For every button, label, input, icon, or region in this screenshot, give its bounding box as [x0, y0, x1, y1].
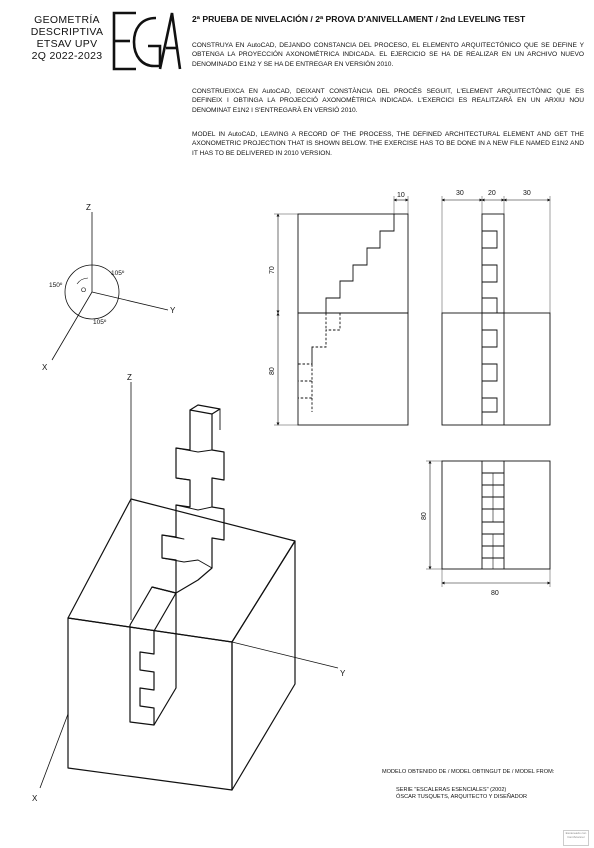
- credits-heading: MODELO OBTENIDO DE / MODEL OBTINGUT DE /…: [382, 769, 555, 775]
- front-elevation-view: [274, 196, 409, 426]
- angle-arc-150: [76, 277, 89, 285]
- axo-x-label: X: [32, 794, 38, 803]
- axo-z-label: Z: [127, 373, 132, 382]
- side-elevation-view: [441, 196, 551, 426]
- angle-150-label: 150º: [49, 282, 63, 289]
- plan-view: [426, 460, 551, 587]
- side-lower-block: [441, 312, 551, 426]
- axis-origin-label: O: [81, 287, 86, 294]
- axo-x-axis: [39, 713, 69, 789]
- front-visible-stair: [325, 214, 395, 313]
- instructions-ca: CONSTRUEIXCA EN AutoCAD, DEIXANT CONSTÀN…: [192, 88, 584, 114]
- course-line-4: 2Q 2022-2023: [31, 50, 103, 62]
- plan-outline: [441, 460, 551, 570]
- angle-105-right-label: 105º: [111, 270, 125, 277]
- front-hidden-stair: [298, 313, 341, 412]
- ega-logo-icon: [112, 11, 182, 71]
- dim-side-left: 30: [456, 190, 464, 197]
- credits-source-2: ÓSCAR TUSQUETS, ARQUITECTO Y DISEÑADOR: [396, 794, 528, 801]
- scanner-stamp: Escaneado con CamScanner: [563, 830, 589, 846]
- credits-source-1: SERIE "ESCALERAS ESENCIALES" (2002): [396, 786, 507, 793]
- axo-column-detail: [161, 409, 221, 569]
- instructions-en: MODEL IN AutoCAD, LEAVING A RECORD OF TH…: [192, 131, 584, 157]
- axo-column-left: [151, 409, 213, 594]
- axo-slot-back: [153, 593, 177, 726]
- dim-plan-height: 80: [421, 512, 428, 520]
- axo-column-top: [189, 404, 221, 415]
- axo-slot-edge: [129, 586, 177, 632]
- axo-base-right: [231, 540, 296, 791]
- dim-front-upper: 70: [269, 266, 276, 274]
- axo-slot-stair: [129, 625, 155, 726]
- axonometric-view: [39, 382, 339, 791]
- axo-y-axis: [231, 641, 339, 669]
- axis-y-line: [91, 291, 169, 311]
- dim-front-lower: 80: [269, 367, 276, 375]
- dim-plan-width: 80: [491, 590, 499, 597]
- instructions-es: CONSTRUYA EN AutoCAD, DEJANDO CONSTANCIA…: [192, 42, 584, 68]
- axis-x-label: X: [42, 363, 48, 372]
- dim-front-top: 10: [397, 192, 405, 199]
- course-line-3: ETSAV UPV: [36, 38, 98, 50]
- axis-x-line: [51, 291, 93, 361]
- credits-block: MODELO OBTENIDO DE / MODEL OBTINGUT DE /…: [382, 769, 587, 802]
- course-line-1: GEOMETRÍA: [34, 14, 100, 26]
- dim-side-right: 30: [523, 190, 531, 197]
- course-header: GEOMETRÍA DESCRIPTIVA ETSAV UPV 2Q 2022-…: [26, 14, 108, 62]
- side-notches: [482, 230, 498, 413]
- dim-side-mid: 20: [488, 190, 496, 197]
- axis-diagram: [51, 212, 169, 361]
- axis-y-label: Y: [170, 306, 176, 315]
- angle-105-bottom-label: 105º: [93, 319, 107, 326]
- axo-base-top: [67, 498, 296, 643]
- course-line-2: DESCRIPTIVA: [30, 26, 104, 38]
- front-upper-block: [297, 213, 409, 314]
- front-lower-block: [297, 312, 409, 426]
- axo-column-right: [175, 414, 225, 594]
- axis-z-label: Z: [86, 203, 91, 212]
- axo-base-front: [67, 617, 233, 791]
- page-title: 2ª PRUEBA DE NIVELACIÓN / 2ª PROVA D'ANI…: [192, 14, 526, 24]
- axo-y-label: Y: [340, 669, 346, 678]
- axis-circle: [64, 264, 120, 320]
